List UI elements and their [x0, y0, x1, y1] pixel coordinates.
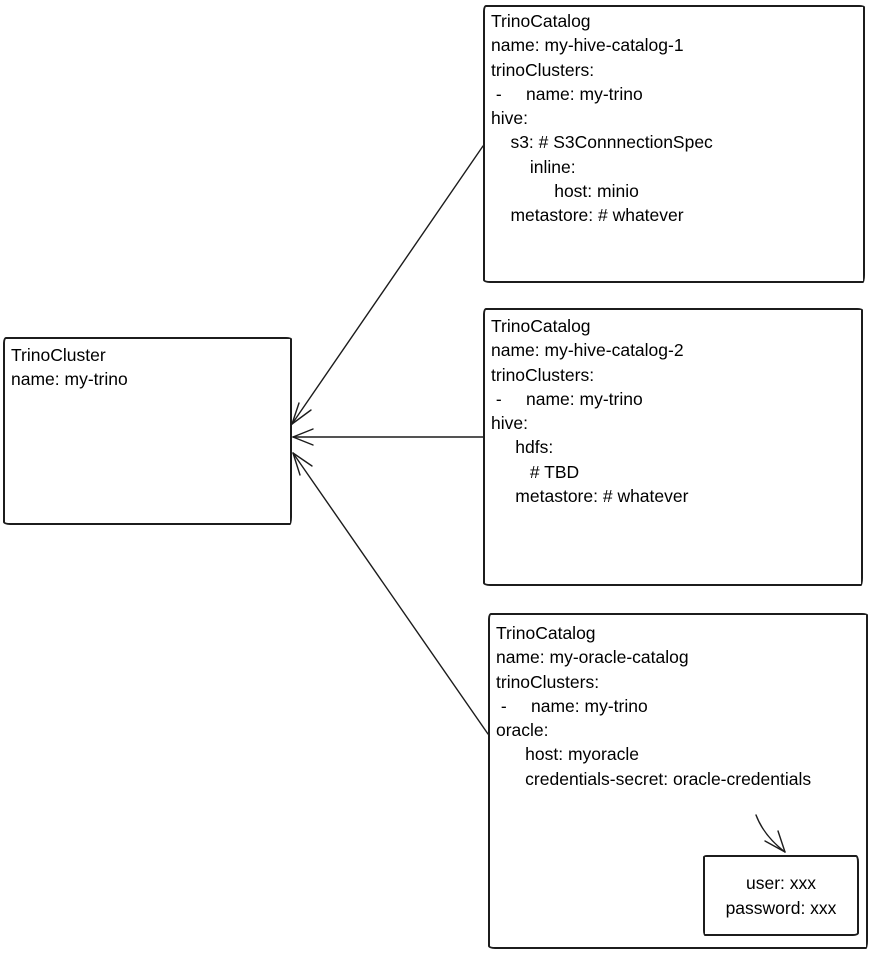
node-text-line: oracle: [496, 720, 549, 741]
node-text-line: host: myoracle [496, 744, 639, 765]
node-text-line: TrinoCatalog [496, 623, 596, 643]
node-text-line: name: my-hive-catalog-2 [491, 340, 684, 361]
node-text-line: # TBD [491, 461, 580, 482]
node-text-line: TrinoCluster [11, 345, 106, 365]
arrowhead [291, 409, 312, 425]
arrowhead [292, 452, 313, 467]
node-text-line: user: xxx [745, 873, 817, 894]
node-text-line: hdfs: [491, 437, 554, 458]
arrowhead [291, 402, 300, 425]
node-text-line: hive: [491, 413, 528, 434]
node-text-line: hive: [491, 108, 528, 129]
trino-catalog-1-node: TrinoCatalog name: my-hive-catalog-1 tri… [483, 5, 865, 283]
node-text-line: TrinoCatalog [491, 316, 591, 336]
node-text-line: name: my-trino [11, 369, 128, 390]
node-text-line: - name: my-trino [491, 83, 643, 104]
node-text-line: name: my-oracle-catalog [496, 647, 689, 668]
node-text-line: inline: [491, 156, 576, 177]
node-text-line: TrinoCatalog [491, 11, 591, 31]
node-text-line: metastore: # whatever [491, 486, 689, 507]
connector-catalog3-to-cluster [292, 452, 489, 735]
trino-catalog-3-node: TrinoCatalog name: my-oracle-catalog tri… [488, 613, 868, 949]
arrowhead [292, 452, 301, 476]
oracle-credentials-secret-node: user: xxx password: xxx [703, 855, 859, 936]
node-text-line: password: xxx [725, 897, 837, 918]
node-text-line: metastore: # whatever [491, 205, 684, 226]
node-text-line: trinoClusters: [491, 364, 595, 385]
connector-catalog2-to-cluster [292, 428, 484, 446]
trino-cluster-node: TrinoCluster name: my-trino [3, 337, 292, 525]
connector-catalog1-to-cluster [291, 145, 484, 425]
trino-catalog-2-node: TrinoCatalog name: my-hive-catalog-2 tri… [483, 308, 863, 586]
node-text-line: credentials-secret: oracle-credentials [496, 768, 812, 789]
arrowhead [292, 436, 314, 446]
node-text-line: host: minio [491, 181, 639, 202]
node-text-line: s3: # S3ConnnectionSpec [491, 132, 713, 153]
node-text-line: - name: my-trino [491, 388, 643, 409]
node-text-line: - name: my-trino [496, 695, 648, 716]
node-text-line: trinoClusters: [491, 59, 595, 80]
node-text-line: trinoClusters: [496, 671, 600, 692]
node-text-line: name: my-hive-catalog-1 [491, 35, 684, 56]
arrowhead [292, 428, 314, 438]
